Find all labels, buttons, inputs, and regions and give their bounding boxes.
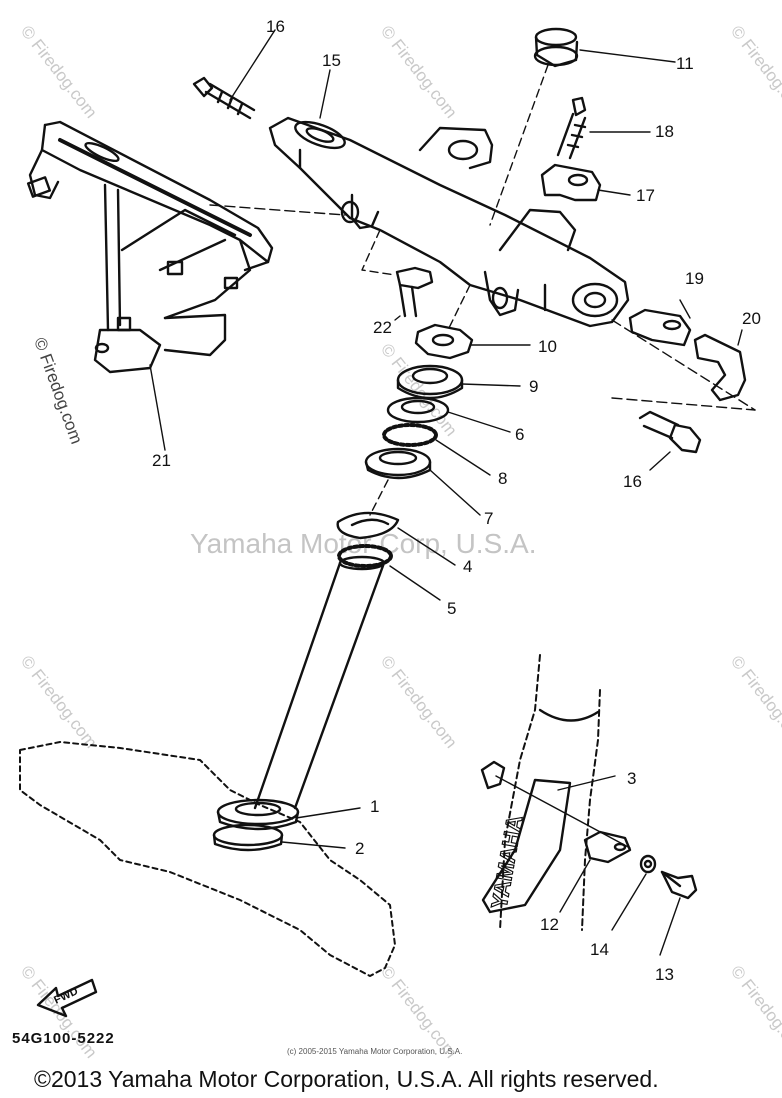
bearing-cover <box>396 364 464 400</box>
small-copyright-notice: (c) 2005-2015 Yamaha Motor Corporation, … <box>287 1047 463 1056</box>
mount-bolt <box>395 266 434 318</box>
seal-2 <box>212 823 284 852</box>
callout-19: 19 <box>685 269 704 288</box>
fork-brand-logo: YAMAHA <box>486 813 527 911</box>
crown-nut <box>533 27 579 68</box>
callout-12: 12 <box>540 915 559 934</box>
headlight-stay-bracket <box>26 120 274 374</box>
handle-crown <box>268 116 630 328</box>
callout-4: 4 <box>463 557 472 576</box>
callout-20: 20 <box>742 309 761 328</box>
callout-1: 1 <box>370 797 379 816</box>
callout-17: 17 <box>636 186 655 205</box>
copyright-footer: ©2013 Yamaha Motor Corporation, U.S.A. A… <box>34 1066 659 1092</box>
callout-10: 10 <box>538 337 557 356</box>
fwd-arrow <box>36 978 98 1018</box>
callout-9: 9 <box>529 377 538 396</box>
upper-race-6 <box>386 396 450 424</box>
bracket-20 <box>693 333 747 402</box>
cable-clip-3 <box>480 760 506 790</box>
watermark-center: Yamaha Motor Corp, U.S.A. <box>190 528 537 559</box>
callout-5: 5 <box>447 599 456 618</box>
callout-16-top: 16 <box>266 17 285 36</box>
race-1 <box>216 798 300 831</box>
ring-nut <box>414 323 474 360</box>
callouts: 1 2 3 4 5 6 7 8 9 10 11 12 13 14 15 16 1… <box>152 17 761 984</box>
callout-14: 14 <box>590 940 609 959</box>
lower-holder-19 <box>628 308 692 347</box>
callout-21: 21 <box>152 451 171 470</box>
callout-22: 22 <box>373 318 392 337</box>
callout-7: 7 <box>484 509 493 528</box>
bolt-13 <box>660 870 698 900</box>
callout-6: 6 <box>515 425 524 444</box>
steering-stem <box>19 555 396 977</box>
bolt-16-right <box>638 410 702 454</box>
ball-bearings-5 <box>337 544 393 568</box>
callout-15: 15 <box>322 51 341 70</box>
upper-holder <box>540 163 602 202</box>
leader-lines <box>149 29 756 956</box>
lower-race-7 <box>364 447 432 480</box>
callout-18: 18 <box>655 122 674 141</box>
bolt-16-top <box>192 76 256 120</box>
callout-8: 8 <box>498 469 507 488</box>
callout-16-right: 16 <box>623 472 642 491</box>
drawing-code: 54G100-5222 <box>12 1030 115 1047</box>
callout-13: 13 <box>655 965 674 984</box>
fork-tube <box>481 654 601 931</box>
race-4 <box>336 511 400 540</box>
callout-11: 11 <box>676 54 694 73</box>
callout-3: 3 <box>627 769 636 788</box>
holder-bolt <box>556 96 587 160</box>
callout-2: 2 <box>355 839 364 858</box>
washer-14 <box>639 854 657 874</box>
ball-bearings-8 <box>382 423 438 447</box>
